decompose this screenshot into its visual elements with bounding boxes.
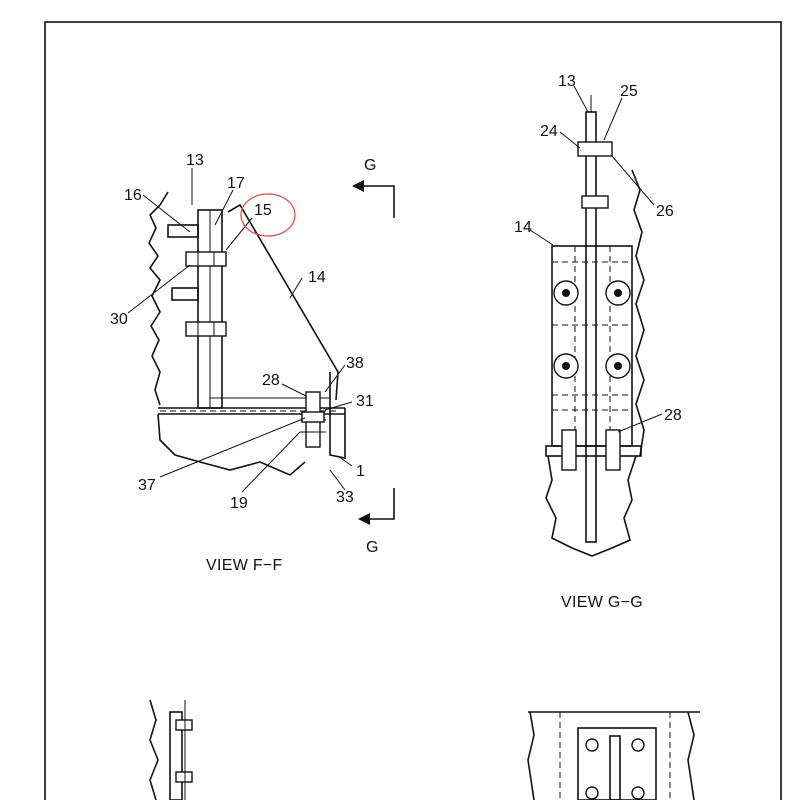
callout-16: 16 (124, 187, 142, 204)
callout-24: 24 (540, 123, 558, 140)
lower-left-partial-view (149, 699, 193, 800)
callout-26: 26 (656, 203, 674, 220)
view-gg-drawing (529, 85, 663, 557)
callout-38: 38 (346, 355, 364, 372)
view-ff-caption: VIEW F−F (206, 557, 283, 574)
callout-28: 28 (262, 372, 280, 389)
lower-right-partial-view (527, 711, 700, 800)
callout-14: 14 (308, 269, 326, 286)
callout-19: 19 (230, 495, 248, 512)
section-mark-top: G (364, 157, 376, 174)
callout-13: 13 (558, 73, 576, 90)
section-arrow-icon (358, 488, 395, 525)
callout-37: 37 (138, 477, 156, 494)
callout-28: 28 (664, 407, 682, 424)
callout-15: 15 (254, 202, 272, 219)
section-arrow-icon (352, 180, 395, 218)
callout-33: 33 (336, 489, 354, 506)
callout-13: 13 (186, 152, 204, 169)
section-mark-bottom: G (366, 539, 378, 556)
callout-17: 17 (227, 175, 245, 192)
highlight-circle (240, 193, 296, 237)
callout-1: 1 (356, 463, 365, 480)
callout-31: 31 (356, 393, 374, 410)
view-gg-caption: VIEW G−G (561, 594, 643, 611)
callout-14: 14 (514, 219, 532, 236)
sheet-border (44, 21, 782, 800)
callout-30: 30 (110, 311, 128, 328)
view-ff-drawing (127, 168, 395, 525)
callout-25: 25 (620, 83, 638, 100)
